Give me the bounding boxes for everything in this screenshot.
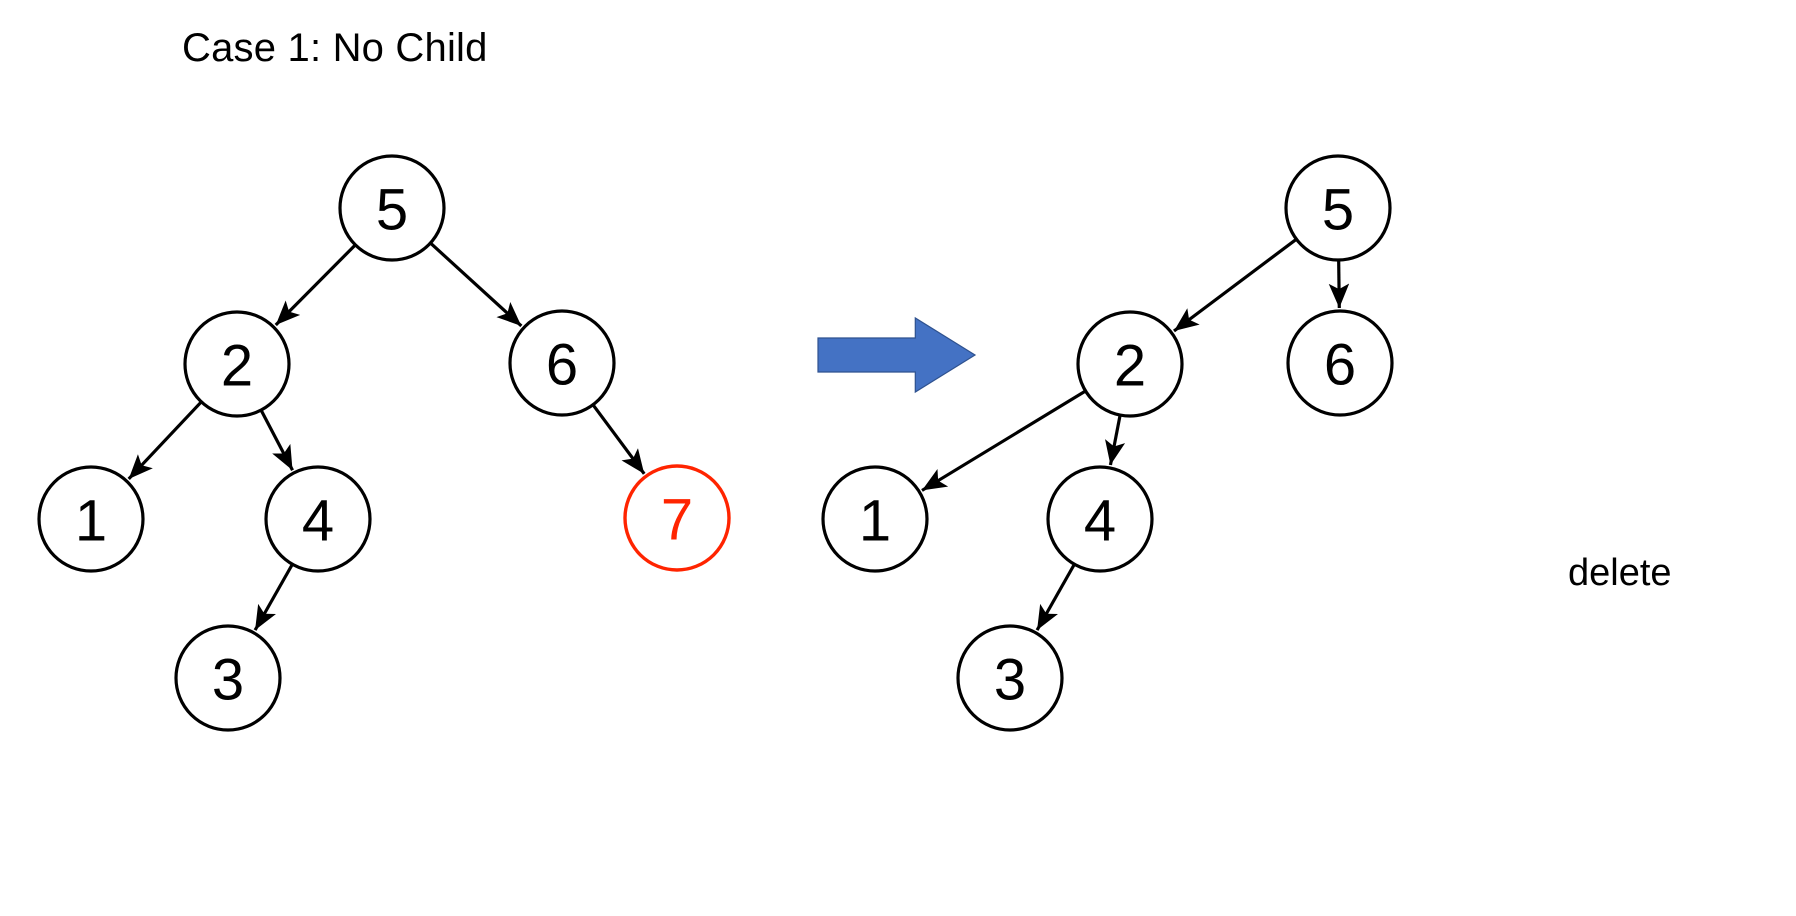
left-tree-edges (127, 242, 646, 631)
edge-5-to-2 (1173, 238, 1297, 333)
left-tree-group: 5 2 6 1 4 3 7 (37, 154, 731, 732)
node-value-label: 6 (1324, 333, 1356, 398)
edge-4-to-3 (1035, 564, 1076, 631)
edge-5-to-6 (1328, 260, 1350, 309)
tree-node-5[interactable]: 5 (338, 154, 446, 262)
node-value-label: 2 (1114, 334, 1146, 399)
node-circle (338, 154, 446, 262)
node-value-label: 5 (376, 178, 408, 243)
tree-node-7[interactable]: 7 (623, 464, 731, 572)
tree-node-3[interactable]: 3 (174, 624, 282, 732)
right-tree-edges (921, 238, 1350, 631)
right-arrow-icon (817, 316, 977, 394)
node-value-label: 3 (212, 648, 244, 713)
tree-node-2[interactable]: 2 (183, 310, 291, 418)
tree-node-4[interactable]: 4 (1046, 465, 1154, 573)
node-circle-highlighted (623, 464, 731, 572)
tree-node-4[interactable]: 4 (264, 465, 372, 573)
tree-node-1[interactable]: 1 (37, 465, 145, 573)
edge-2-to-4 (1105, 415, 1126, 466)
node-circle (1046, 465, 1154, 573)
tree-node-1[interactable]: 1 (821, 465, 929, 573)
left-tree-nodes: 5 2 6 1 4 3 7 (37, 154, 731, 732)
node-circle (1284, 154, 1392, 262)
node-value-label: 4 (1084, 489, 1116, 554)
node-value-label: 7 (661, 488, 693, 553)
node-value-label: 6 (546, 333, 578, 398)
edge-5-to-6 (430, 242, 523, 328)
page-title: Case 1: No Child (182, 26, 488, 70)
node-circle (264, 465, 372, 573)
node-circle (174, 624, 282, 732)
tree-node-2[interactable]: 2 (1076, 310, 1184, 418)
node-circle (1076, 310, 1184, 418)
node-value-label: 1 (75, 489, 107, 554)
node-value-label: 3 (994, 648, 1026, 713)
tree-node-3[interactable]: 3 (956, 624, 1064, 732)
edge-5-to-2 (274, 244, 356, 327)
edge-4-to-3 (253, 564, 294, 631)
node-circle (508, 309, 616, 417)
node-value-label: 4 (302, 489, 334, 554)
node-circle (821, 465, 929, 573)
edge-2-to-4 (260, 410, 294, 471)
node-circle (1286, 309, 1394, 417)
node-value-label: 1 (859, 489, 891, 554)
edge-2-to-1 (127, 401, 202, 481)
delete-caption: delete (1568, 552, 1672, 594)
node-circle (37, 465, 145, 573)
tree-node-6[interactable]: 6 (508, 309, 616, 417)
node-circle (183, 310, 291, 418)
tree-node-6[interactable]: 6 (1286, 309, 1394, 417)
tree-node-5[interactable]: 5 (1284, 154, 1392, 262)
edge-2-to-1 (921, 390, 1086, 492)
node-circle (956, 624, 1064, 732)
right-tree-nodes: 5 2 6 1 4 3 (821, 154, 1394, 732)
right-tree-group: 5 2 6 1 4 3 (821, 154, 1394, 732)
node-value-label: 2 (221, 334, 253, 399)
node-value-label: 5 (1322, 178, 1354, 243)
edge-6-to-7 (592, 404, 646, 475)
